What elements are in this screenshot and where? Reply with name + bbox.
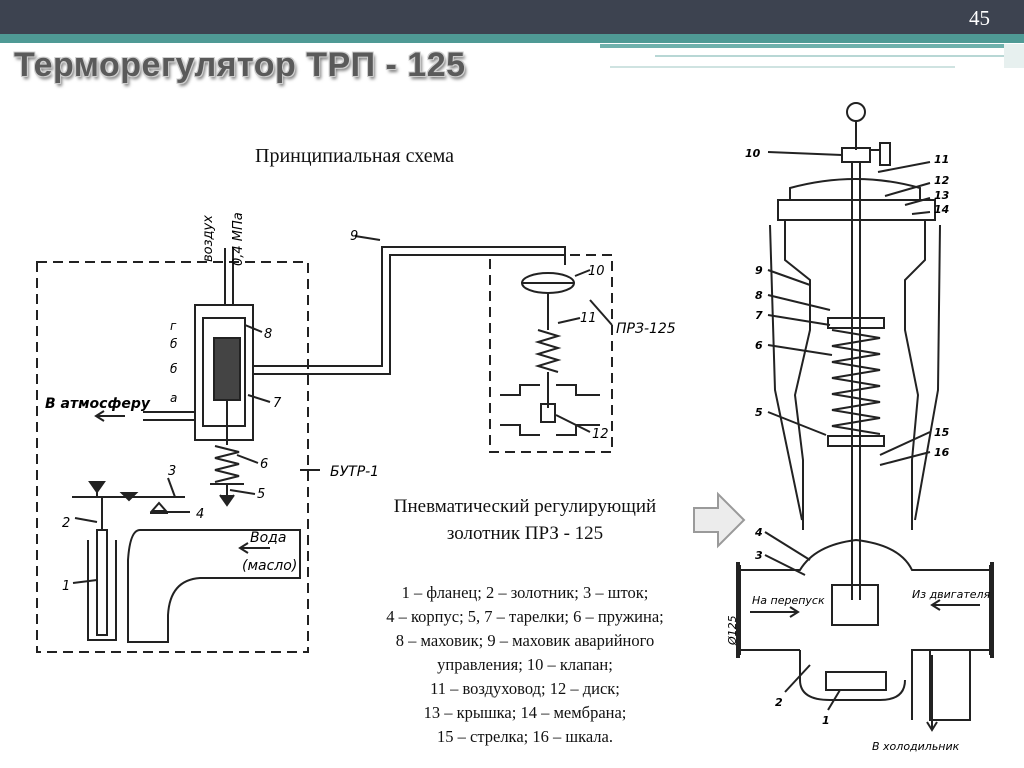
- water-pipe: [127, 529, 301, 643]
- valve-body: [194, 304, 254, 441]
- legend-line: 15 – стрелка; 16 – шкала.: [437, 727, 613, 746]
- sec-callout-15: 15: [934, 426, 950, 439]
- callout-8: 8: [264, 327, 272, 342]
- sec-callout-13: 13: [934, 189, 950, 202]
- legend-line: 1 – фланец; 2 – золотник; 3 – шток;: [401, 583, 649, 602]
- legend-line: 13 – крышка; 14 – мембрана;: [423, 703, 627, 722]
- to-cooler-label: В холодильник: [872, 740, 960, 753]
- air-label: воздух: [201, 215, 216, 262]
- prz-caption-line: золотник ПРЗ - 125: [446, 523, 604, 544]
- right-arrow-icon: [693, 491, 746, 549]
- sec-callout-4: 4: [754, 526, 763, 539]
- accent-band: [0, 34, 1024, 43]
- accent-stripe: [610, 66, 955, 68]
- callout-10: 10: [588, 264, 605, 279]
- accent-block: [1004, 44, 1024, 68]
- prz-label: ПРЗ-125: [616, 321, 676, 337]
- spool: [213, 337, 241, 401]
- from-engine-label: Из двигателя: [912, 588, 991, 601]
- diagram-subtitle: Принципиальная схема: [255, 145, 454, 167]
- callout-5: 5: [257, 487, 265, 502]
- legend-line: 8 – маховик; 9 – маховик аварийного: [395, 631, 655, 650]
- bypass-label: На перепуск: [752, 594, 825, 607]
- water-label: Вода: [250, 530, 286, 546]
- page-number: 45: [969, 6, 990, 30]
- callout-4: 4: [196, 507, 204, 522]
- letter-g: г: [170, 319, 177, 333]
- callout-7: 7: [273, 396, 282, 411]
- sec-callout-14: 14: [934, 203, 949, 216]
- prz-caption: Пневматический регулирующий золотник ПРЗ…: [340, 493, 710, 547]
- butr-dashed-box: [36, 261, 309, 653]
- sec-callout-11: 11: [934, 153, 949, 166]
- callout-2: 2: [62, 516, 70, 531]
- accent-stripe: [655, 55, 1024, 57]
- section-spring: [831, 329, 881, 435]
- sec-callout-8: 8: [755, 289, 763, 302]
- letter-a: а: [170, 391, 177, 405]
- sec-callout-10: 10: [745, 147, 761, 160]
- atmosphere-label: В атмосферу: [45, 396, 151, 412]
- accent-stripe: [600, 44, 1024, 48]
- callout-11: 11: [580, 311, 597, 326]
- diameter-label: Ø125: [726, 615, 739, 646]
- top-bar: [0, 0, 1024, 34]
- prz-caption-line: Пневматический регулирующий: [393, 496, 657, 517]
- letter-b: б: [170, 337, 178, 351]
- pressure-label: 0,4 МПа: [231, 212, 246, 266]
- legend-line: 11 – воздуховод; 12 – диск;: [430, 679, 620, 698]
- spring: [214, 445, 240, 483]
- oil-label: (масло): [242, 558, 297, 574]
- callout-9: 9: [350, 229, 358, 244]
- callout-6: 6: [260, 457, 268, 472]
- sec-callout-12: 12: [934, 174, 950, 187]
- valve-body-section: [740, 538, 991, 720]
- sec-callout-5: 5: [755, 406, 763, 419]
- sec-callout-3: 3: [755, 549, 763, 562]
- legend: 1 – фланец; 2 – золотник; 3 – шток; 4 – …: [340, 581, 710, 749]
- callout-12: 12: [592, 427, 609, 442]
- callout-3: 3: [168, 464, 176, 479]
- thermo-bulb: [96, 529, 108, 636]
- prz-dashed-box: [489, 254, 613, 453]
- legend-line: 4 – корпус; 5, 7 – тарелки; 6 – пружина;: [386, 607, 664, 626]
- sec-callout-7: 7: [755, 309, 763, 322]
- legend-line: управления; 10 – клапан;: [437, 655, 613, 674]
- butr-label: БУТР-1: [330, 464, 379, 480]
- sec-callout-9: 9: [755, 264, 763, 277]
- slide-title: Терморегулятор ТРП - 125: [14, 46, 466, 84]
- sec-callout-2: 2: [775, 696, 783, 709]
- sec-callout-16: 16: [934, 446, 950, 459]
- callout-1: 1: [62, 579, 70, 594]
- letter-b2: б: [170, 362, 178, 376]
- sec-callout-6: 6: [755, 339, 763, 352]
- sec-callout-1: 1: [822, 714, 830, 727]
